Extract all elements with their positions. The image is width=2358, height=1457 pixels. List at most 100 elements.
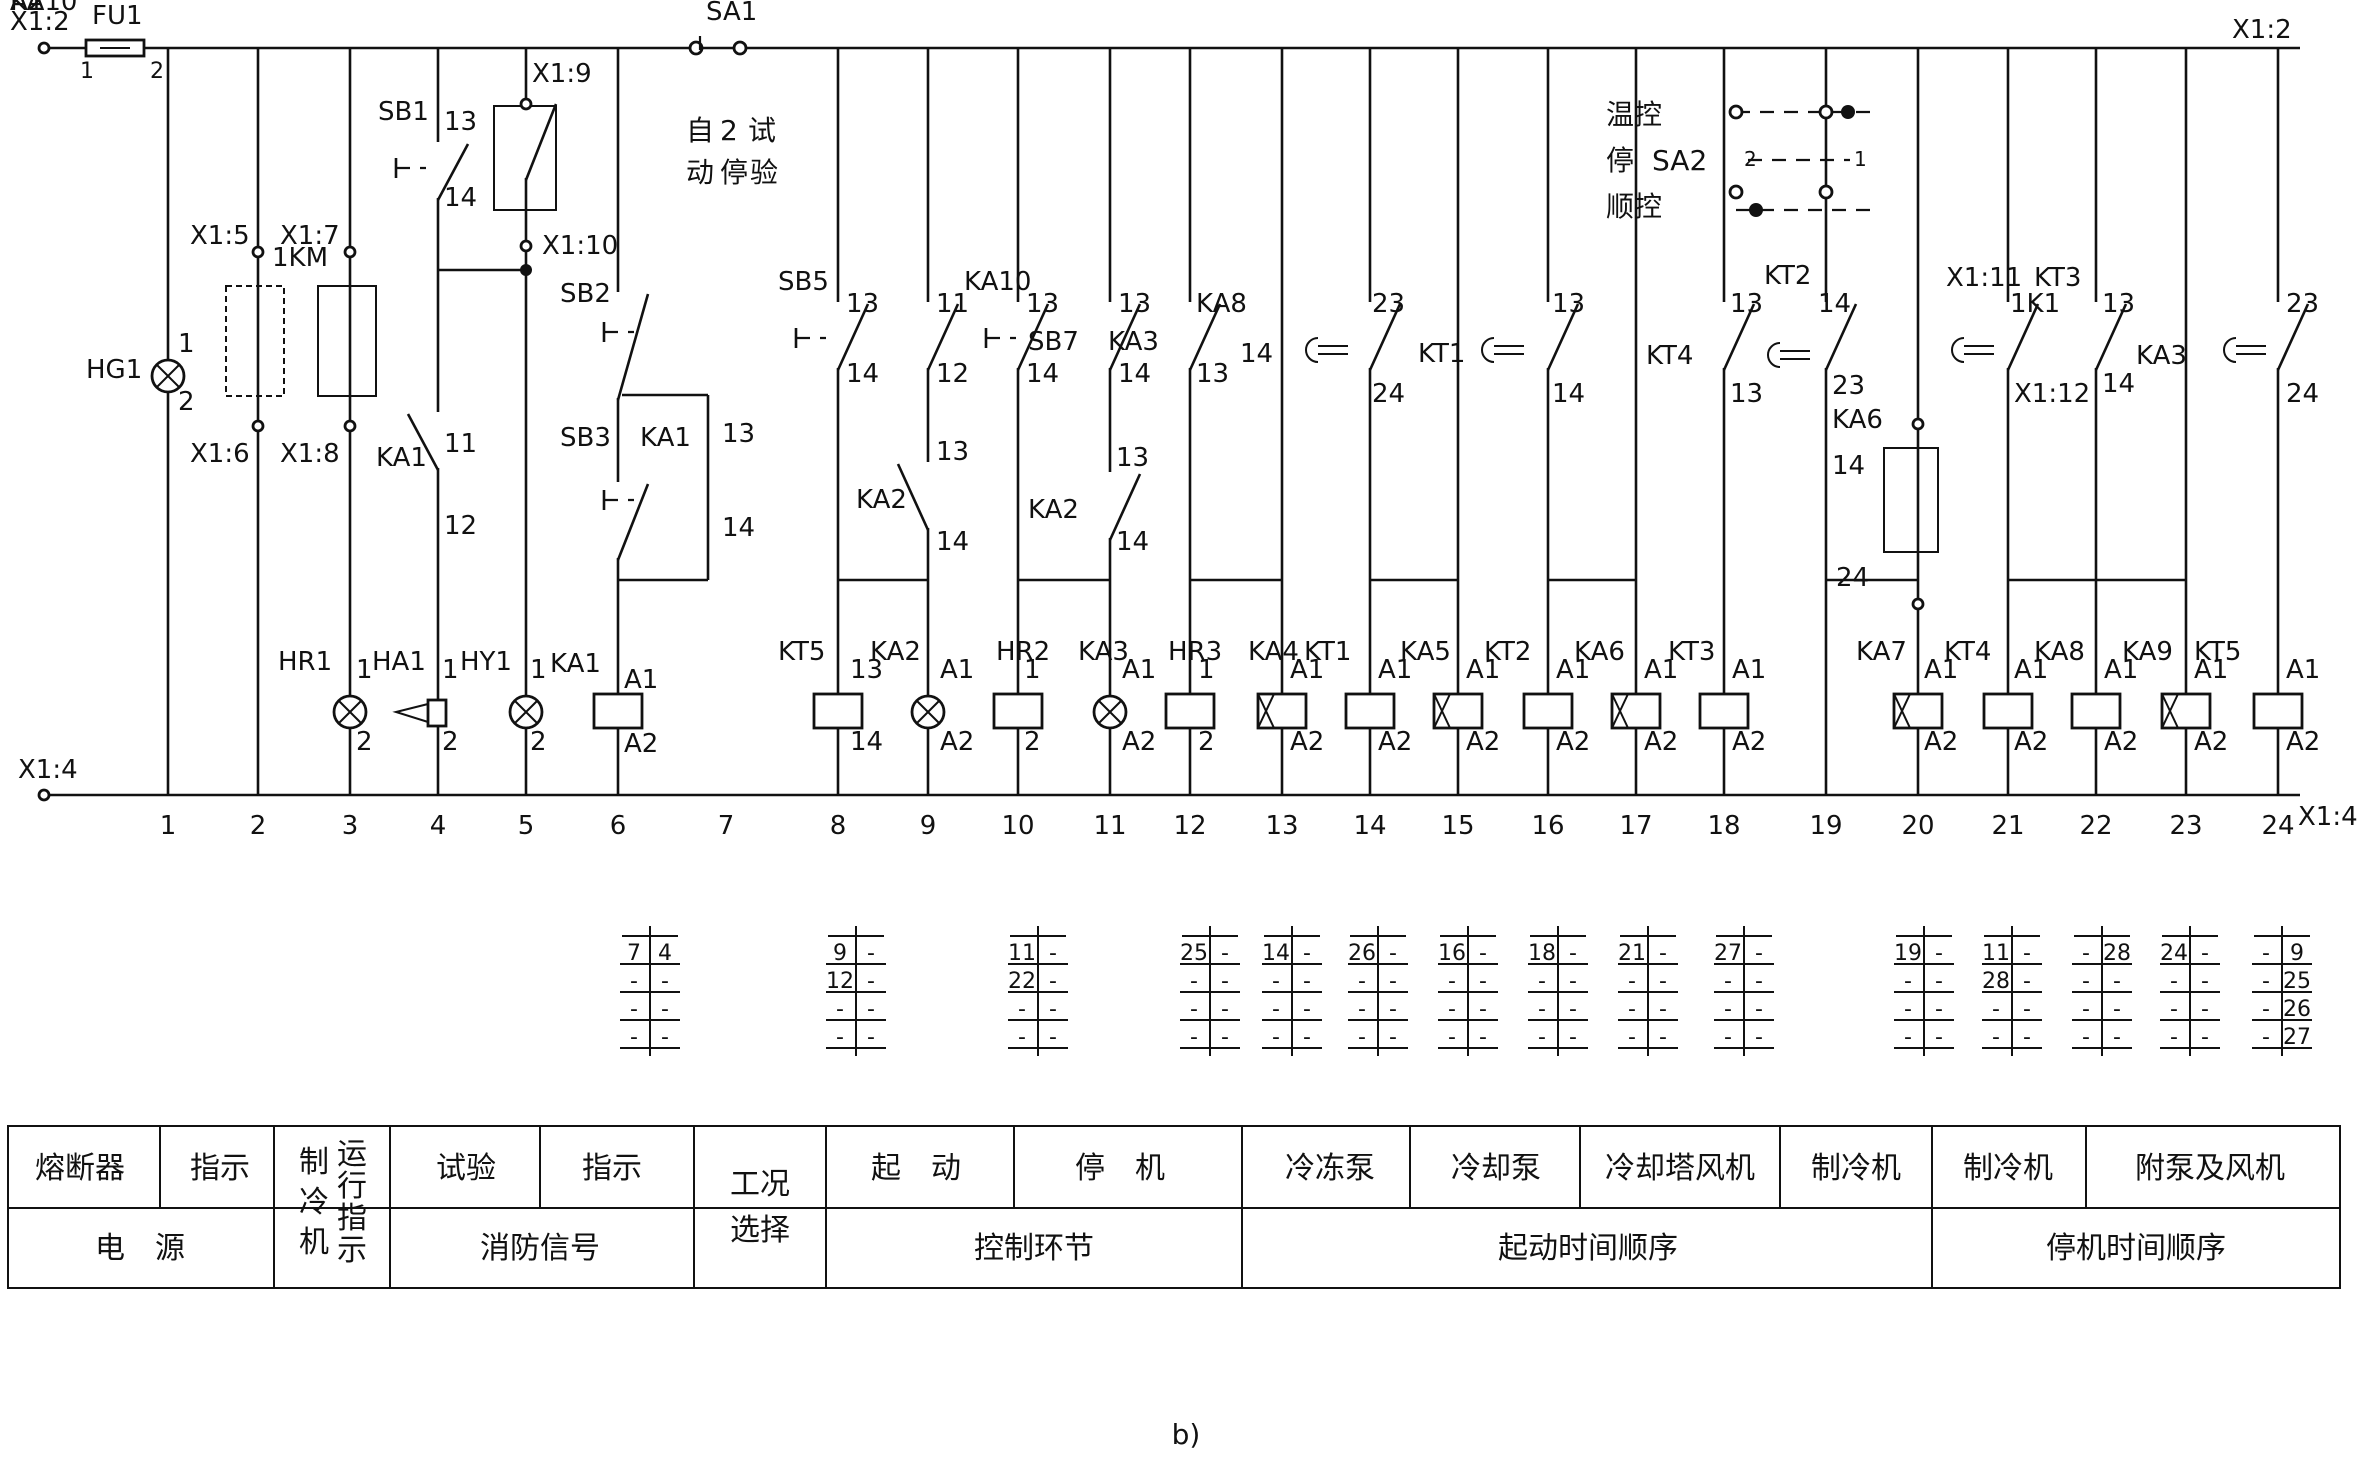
- sa2-dot-top: [1841, 105, 1855, 119]
- xref-cell: -: [1569, 1025, 1577, 1050]
- column-number-7: 7: [718, 811, 735, 841]
- fuse-pin-in: 1: [80, 59, 94, 84]
- contact-gap: [1014, 302, 1022, 368]
- xref-cell: 25: [1180, 941, 1208, 966]
- label-122: KT5: [2194, 637, 2241, 667]
- label-126: A1: [10, 0, 44, 17]
- vertical-col1-char: 机: [299, 1225, 329, 1260]
- label-123: A1: [2286, 655, 2320, 685]
- contact-blade-17: [2094, 303, 2128, 371]
- label-64: 23: [1832, 371, 1865, 401]
- xref-cell: -: [2082, 997, 2090, 1022]
- xref-cell: 22: [1008, 969, 1036, 994]
- xref-cell: -: [1190, 1025, 1198, 1050]
- label-87: A1: [1122, 655, 1156, 685]
- xref-cell: 28: [1982, 969, 2010, 994]
- label-125: KA10: [10, 0, 77, 17]
- sa1-pos-move: 动: [686, 156, 714, 189]
- relay-coil-3: [1164, 692, 1216, 730]
- label-124: A2: [2286, 727, 2320, 757]
- label-4: X1:6: [190, 439, 250, 469]
- relay-coil-1: [812, 692, 864, 730]
- x1-5-6-bracket: [225, 285, 285, 397]
- xref-cell: 16: [1438, 941, 1466, 966]
- junction-dot: [520, 264, 532, 276]
- contact-gap: [2004, 302, 2012, 368]
- contact-blade-14: [1722, 303, 1756, 371]
- label-58: 14: [1552, 379, 1585, 409]
- label-47: 14: [1118, 359, 1151, 389]
- label-69: 1K1: [2010, 289, 2060, 319]
- label-81: A1: [940, 655, 974, 685]
- xref-cell: -: [1303, 997, 1311, 1022]
- sa2-name: SA2: [1652, 144, 1707, 177]
- table-row1-cell-1: 指示: [190, 1151, 250, 1186]
- label-36: KA2: [856, 485, 907, 515]
- label-100: A2: [1466, 727, 1500, 757]
- lamp-cross: [916, 700, 940, 724]
- column-number-24: 24: [2261, 811, 2294, 841]
- column-number-11: 11: [1093, 811, 1126, 841]
- label-99: A1: [1466, 655, 1500, 685]
- xref-cell: -: [1628, 997, 1636, 1022]
- label-78: 13: [850, 655, 883, 685]
- xref-cell: -: [1538, 969, 1546, 994]
- xref-cell: -: [1479, 997, 1487, 1022]
- xref-cell: -: [1935, 941, 1943, 966]
- label-98: KA5: [1400, 637, 1451, 667]
- xref-cell: -: [1303, 969, 1311, 994]
- xref-cell: 24: [2160, 941, 2188, 966]
- column-number-3: 3: [342, 811, 359, 841]
- label-77: KT5: [778, 637, 825, 667]
- xref-cell: -: [1049, 941, 1057, 966]
- label-22: 1: [356, 655, 373, 685]
- label-97: A2: [1378, 727, 1412, 757]
- xref-cell: -: [1448, 969, 1456, 994]
- label-40: 11: [936, 289, 969, 319]
- xref-cell: -: [2201, 1025, 2209, 1050]
- xref-cell: -: [1479, 941, 1487, 966]
- table-row1-cell-9: 制冷机: [1811, 1151, 1901, 1186]
- xref-cell: -: [1755, 941, 1763, 966]
- xref-cell: -: [1538, 1025, 1546, 1050]
- label-38: 14: [936, 527, 969, 557]
- xref-cell: 25: [2283, 969, 2311, 994]
- xref-cell: -: [1190, 969, 1198, 994]
- contact-blade-7: [896, 463, 930, 531]
- xref-cell: -: [1303, 1025, 1311, 1050]
- column-number-20: 20: [1901, 811, 1934, 841]
- terminal-point-0: [251, 245, 265, 259]
- relay-coil-0: [592, 692, 644, 730]
- label-7: X1:8: [280, 439, 340, 469]
- column-number-21: 21: [1991, 811, 2024, 841]
- sa1-pos-verify: 验: [750, 156, 778, 189]
- time-delay-arc: [2223, 337, 2237, 363]
- xref-cell: -: [1659, 969, 1667, 994]
- circuit-wires: [44, 46, 2300, 797]
- table-row1-cell-7: 冷却泵: [1451, 1151, 1541, 1186]
- contact-blade-1: [406, 413, 440, 471]
- table-row1-cell-4: 起 动: [871, 1151, 961, 1186]
- label-94: A2: [1290, 727, 1324, 757]
- xref-cell: -: [661, 969, 669, 994]
- relay-coil-14: [2252, 692, 2304, 730]
- time-delay-arc: [1951, 337, 1965, 363]
- column-number-6: 6: [610, 811, 627, 841]
- label-17: SB3: [560, 423, 611, 453]
- table-row1-cell-2: 试验: [436, 1151, 496, 1186]
- terminal-label-top-right: X1:2: [2232, 15, 2292, 45]
- label-91: 2: [1198, 727, 1215, 757]
- xref-cell: -: [630, 997, 638, 1022]
- label-32: A2: [624, 729, 658, 759]
- table-row1-cell-11: 附泵及风机: [2135, 1151, 2285, 1186]
- table-row2-cell-3: 起动时间顺序: [1498, 1231, 1678, 1266]
- xref-cell: -: [1935, 969, 1943, 994]
- xref-cell: -: [1389, 941, 1397, 966]
- xref-cell: -: [630, 1025, 638, 1050]
- label-104: KA6: [1574, 637, 1625, 667]
- contact-blade-12: [1368, 303, 1402, 371]
- label-96: A1: [1378, 655, 1412, 685]
- xref-cell: -: [2113, 969, 2121, 994]
- label-115: A2: [2014, 727, 2048, 757]
- xref-cell: -: [1538, 997, 1546, 1022]
